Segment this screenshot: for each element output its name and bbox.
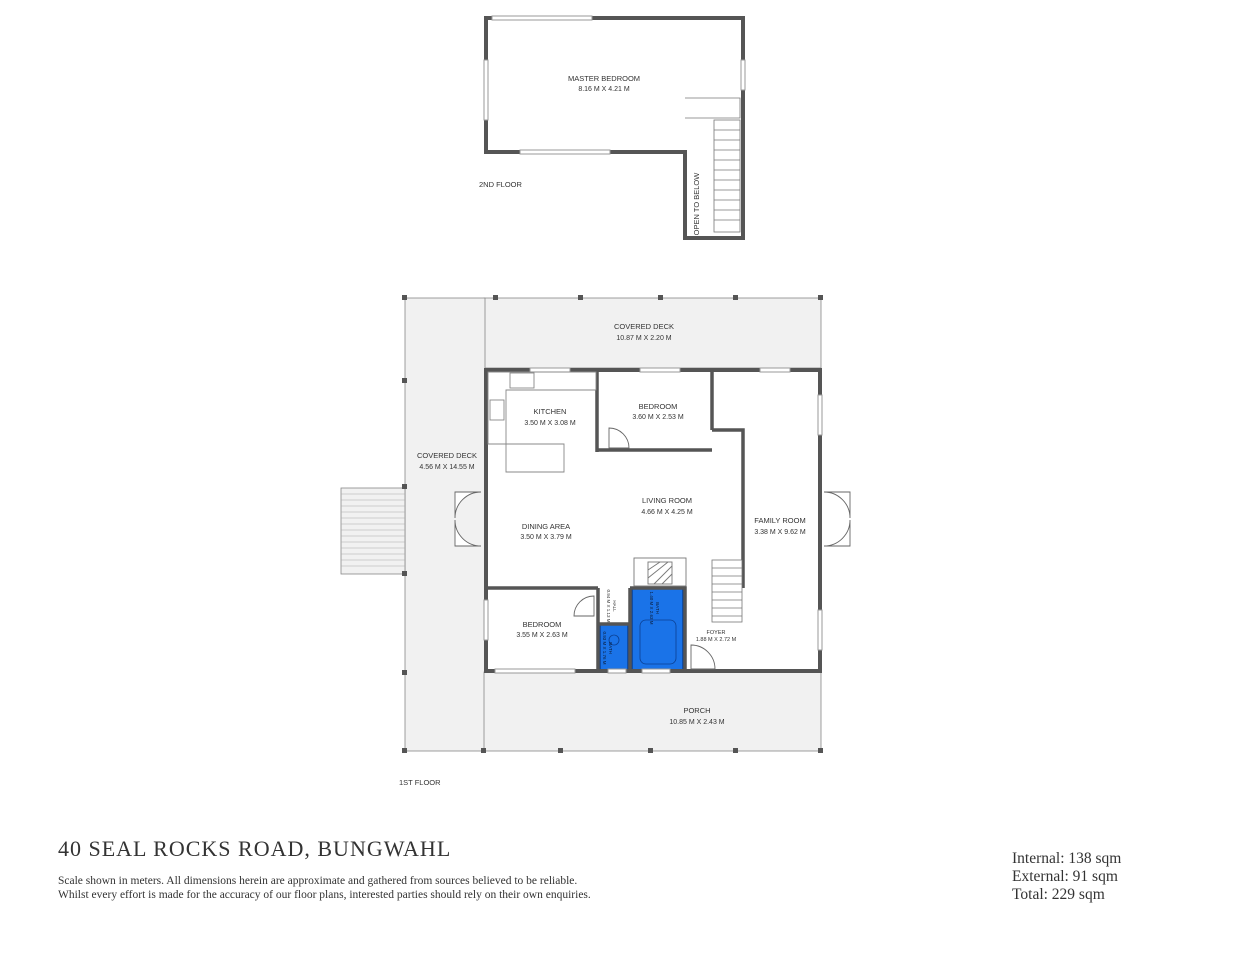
room-dims-porch: 10.85 M X 2.43 M [669, 719, 724, 726]
staircase [685, 97, 741, 233]
fireplace [633, 557, 687, 587]
area-internal: Internal: 138 sqm [1012, 850, 1122, 867]
room-name-bath-small: BATH [608, 642, 613, 654]
disclaimer: Scale shown in meters. All dimensions he… [58, 874, 591, 902]
exterior-walls [484, 368, 822, 673]
deck-posts [402, 295, 823, 753]
bath-small-label: BATH 0.93 M X 1.76 M [602, 631, 613, 664]
room-dims-bath-small: 0.93 M X 1.76 M [602, 631, 607, 664]
stove [509, 372, 535, 389]
room-dims-bedroom-top: 3.60 M X 2.53 M [632, 414, 684, 421]
covered-deck-top [483, 297, 822, 369]
room-name-porch: PORCH [683, 706, 710, 715]
area-external: External: 91 sqm [1012, 868, 1118, 885]
room-name-dining-area: DINING AREA [522, 522, 570, 531]
room-dims-family-room: 3.38 M X 9.62 M [754, 529, 806, 536]
room-dims-covered-deck-side: 4.56 M X 14.55 M [419, 464, 474, 471]
interior-staircase [711, 559, 743, 623]
room-name-bedroom-bottom: BEDROOM [523, 620, 562, 629]
room-name-kitchen: KITCHEN [534, 407, 567, 416]
second-floor-walls [484, 16, 745, 240]
room-dims-dining-area: 3.50 M X 3.79 M [520, 534, 572, 541]
covered-deck-side [404, 297, 486, 752]
second-floor: MASTER BEDROOM 8.16 M X 4.21 M OPEN TO B… [479, 15, 746, 240]
room-dims-master-bedroom: 8.16 M X 4.21 M [578, 86, 630, 93]
property-address: 40 SEAL ROCKS ROAD, BUNGWAHL [58, 836, 452, 861]
room-dims-living-room: 4.66 M X 4.25 M [641, 509, 693, 516]
hall-label: HALL 0.94 M X 1.13 M [606, 589, 617, 622]
room-name-covered-deck-side: COVERED DECK [417, 451, 477, 460]
room-name-foyer: FOYER [707, 630, 726, 636]
room-name-covered-deck-top: COVERED DECK [614, 322, 674, 331]
room-name-family-room: FAMILY ROOM [754, 516, 805, 525]
interior-walls [486, 370, 745, 671]
window [483, 15, 746, 155]
room-dims-bath-large: 1.40 M X 2.63 M [649, 591, 654, 624]
room-name-master-bedroom: MASTER BEDROOM [568, 74, 640, 83]
kitchen-counters [487, 371, 597, 473]
area-total: Total: 229 sqm [1012, 886, 1105, 903]
sink [489, 399, 505, 421]
room-name-hall: HALL [612, 600, 617, 612]
floor-label-second: 2ND FLOOR [479, 180, 523, 189]
area-summary: Internal: 138 sqm External: 91 sqm Total… [1012, 850, 1121, 904]
porch [483, 671, 822, 752]
second-floor-area [486, 18, 743, 238]
deck-stair-treads [341, 493, 405, 567]
deck-stairs [340, 487, 406, 575]
room-dims-foyer: 1.88 M X 2.72 M [696, 637, 737, 643]
room-dims-kitchen: 3.50 M X 3.08 M [524, 420, 576, 427]
disclaimer-line-1: Scale shown in meters. All dimensions he… [58, 875, 578, 887]
room-name-open-to-below: OPEN TO BELOW [692, 172, 701, 236]
room-name-bedroom-top: BEDROOM [639, 402, 678, 411]
bath-large-label: BATH 1.40 M X 2.63 M [649, 591, 660, 624]
floor-label-first: 1ST FLOOR [399, 778, 441, 787]
disclaimer-line-2: Whilst every effort is made for the accu… [58, 889, 591, 901]
room-name-living-room: LIVING ROOM [642, 496, 692, 505]
doors [454, 427, 851, 670]
room-dims-hall: 0.94 M X 1.13 M [606, 589, 611, 622]
room-dims-covered-deck-top: 10.87 M X 2.20 M [616, 335, 671, 342]
first-floor: COVERED DECK 10.87 M X 2.20 M COVERED DE… [340, 295, 851, 787]
room-dims-bedroom-bottom: 3.55 M X 2.63 M [516, 632, 568, 639]
bath-fixtures [608, 619, 677, 665]
windows [483, 367, 823, 674]
room-name-bath-large: BATH [655, 602, 660, 614]
